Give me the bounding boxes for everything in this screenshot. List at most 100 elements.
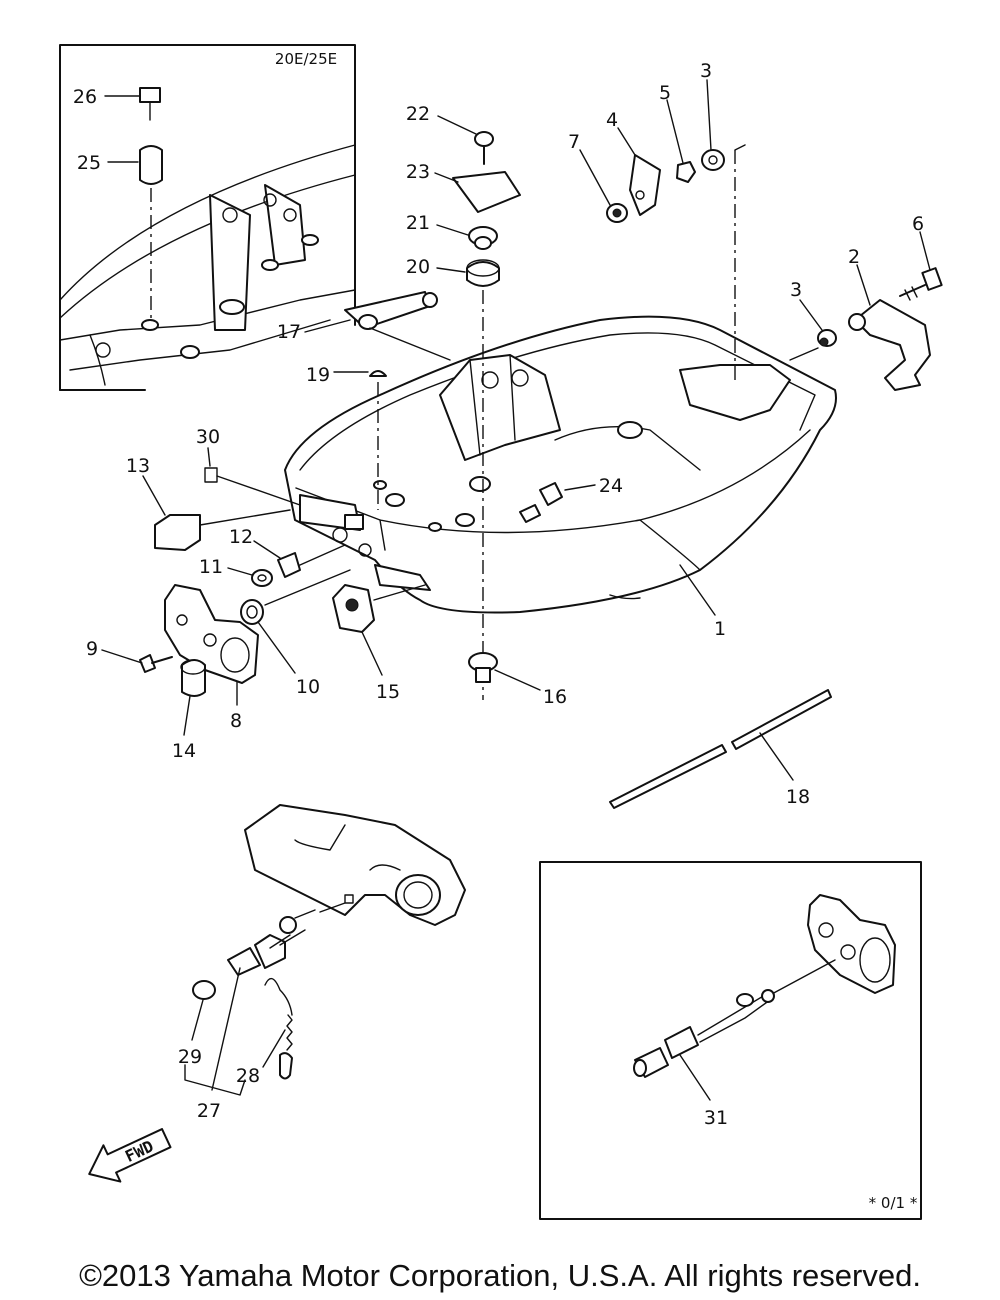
steering-handle-sketch (244, 804, 466, 926)
svg-text:23: 23 (406, 161, 430, 183)
callout-15: 15 (361, 631, 400, 703)
part-3-nut-top (701, 149, 725, 171)
part-21-grommet (468, 226, 498, 250)
svg-text:27: 27 (197, 1100, 221, 1122)
part-24-hose-fitting (519, 482, 596, 523)
svg-text:26: 26 (73, 86, 97, 108)
svg-text:30: 30 (196, 426, 220, 448)
callout-2: 2 (848, 246, 871, 306)
part-18-rod (609, 689, 832, 809)
part-20-grommet (466, 259, 500, 287)
svg-text:13: 13 (126, 455, 150, 477)
callout-31: 31 (679, 1054, 728, 1129)
leader-tick (734, 144, 746, 151)
callout-20: 20 (406, 256, 466, 278)
svg-text:19: 19 (306, 364, 330, 386)
callout-23: 23 (406, 161, 459, 183)
part-12-grommet (277, 544, 346, 578)
part-10-grommet (240, 569, 351, 625)
inset-box-20e-25e: 20E/25E (59, 44, 356, 391)
svg-text:15: 15 (376, 681, 400, 703)
part-22-screw (474, 131, 494, 165)
callout-26: 26 (73, 86, 141, 108)
callout-28: 28 (236, 1029, 286, 1087)
svg-text:31: 31 (704, 1107, 728, 1129)
part-8-plate (164, 584, 259, 684)
svg-text:17: 17 (277, 321, 301, 343)
callout-7: 7 (568, 131, 611, 206)
svg-text:9: 9 (86, 638, 98, 660)
svg-text:21: 21 (406, 212, 430, 234)
part-29-cap (192, 980, 216, 1000)
svg-text:12: 12 (229, 526, 253, 548)
svg-text:8: 8 (230, 710, 242, 732)
svg-text:29: 29 (178, 1046, 202, 1068)
part-14-plug (180, 659, 206, 697)
svg-text:18: 18 (786, 786, 810, 808)
callout-11: 11 (199, 556, 253, 578)
part-17-bracket (344, 291, 451, 361)
callout-14: 14 (172, 695, 196, 762)
part-19-clip (369, 370, 387, 510)
callout-27: 27 (184, 967, 246, 1122)
svg-text:5: 5 (659, 82, 671, 104)
part-4-plate (629, 154, 661, 216)
callout-29: 29 (178, 999, 204, 1068)
svg-text:11: 11 (199, 556, 223, 578)
callout-19: 19 (306, 364, 369, 386)
inset-box-bottom-right: * 0/1 * (539, 861, 922, 1220)
callout-17: 17 (277, 319, 351, 343)
callout-9: 9 (86, 638, 143, 664)
svg-text:20: 20 (406, 256, 430, 278)
callout-5: 5 (659, 82, 684, 164)
svg-text:10: 10 (296, 676, 320, 698)
callout-4: 4 (606, 109, 636, 156)
callout-24: 24 (599, 475, 623, 497)
svg-text:6: 6 (912, 213, 924, 235)
callout-13: 13 (126, 455, 166, 516)
part-23-plate (452, 171, 521, 213)
callout-6: 6 (912, 213, 931, 271)
part-27-switch (227, 909, 316, 976)
svg-text:28: 28 (236, 1065, 260, 1087)
svg-text:22: 22 (406, 103, 430, 125)
callout-3-right: 3 (790, 279, 823, 331)
inset-top-label: 20E/25E (275, 50, 337, 68)
part-7-nut (606, 203, 628, 223)
part-13-cap (154, 509, 291, 551)
part-26-bolt (139, 87, 161, 121)
svg-text:3: 3 (790, 279, 802, 301)
part-16-plug (468, 652, 498, 683)
svg-text:14: 14 (172, 740, 196, 762)
callout-25: 25 (77, 152, 139, 174)
exploded-parts-diagram: 20E/25E (59, 44, 943, 1220)
callout-21: 21 (406, 212, 469, 236)
part-1-bottom-cowling (284, 315, 837, 614)
svg-text:25: 25 (77, 152, 101, 174)
part-9-screw (139, 654, 173, 673)
svg-text:4: 4 (606, 109, 618, 131)
svg-text:2: 2 (848, 246, 860, 268)
callout-22: 22 (406, 103, 477, 135)
inset-switch-plate (769, 894, 896, 996)
callout-12: 12 (229, 526, 281, 559)
callout-10: 10 (257, 621, 320, 698)
part-30-label (204, 467, 301, 506)
part-2-bracket (848, 299, 931, 391)
copyright-notice: ©2013 Yamaha Motor Corporation, U.S.A. A… (79, 1258, 921, 1293)
svg-text:1: 1 (714, 618, 726, 640)
part-5-washer (676, 161, 696, 183)
part-25-collar (139, 145, 163, 320)
inset-cowling-sketch (59, 144, 356, 386)
fwd-arrow-icon: FWD (88, 1128, 172, 1183)
part-15-cover (332, 584, 426, 633)
part-31-switch-wiring (633, 989, 775, 1078)
part-3-nut-right (789, 329, 837, 361)
part-6-bolt (899, 267, 943, 301)
svg-text:3: 3 (700, 60, 712, 82)
part-11-washer (251, 569, 273, 587)
callout-8: 8 (230, 681, 242, 732)
svg-text:16: 16 (543, 686, 567, 708)
callout-16: 16 (494, 669, 567, 708)
